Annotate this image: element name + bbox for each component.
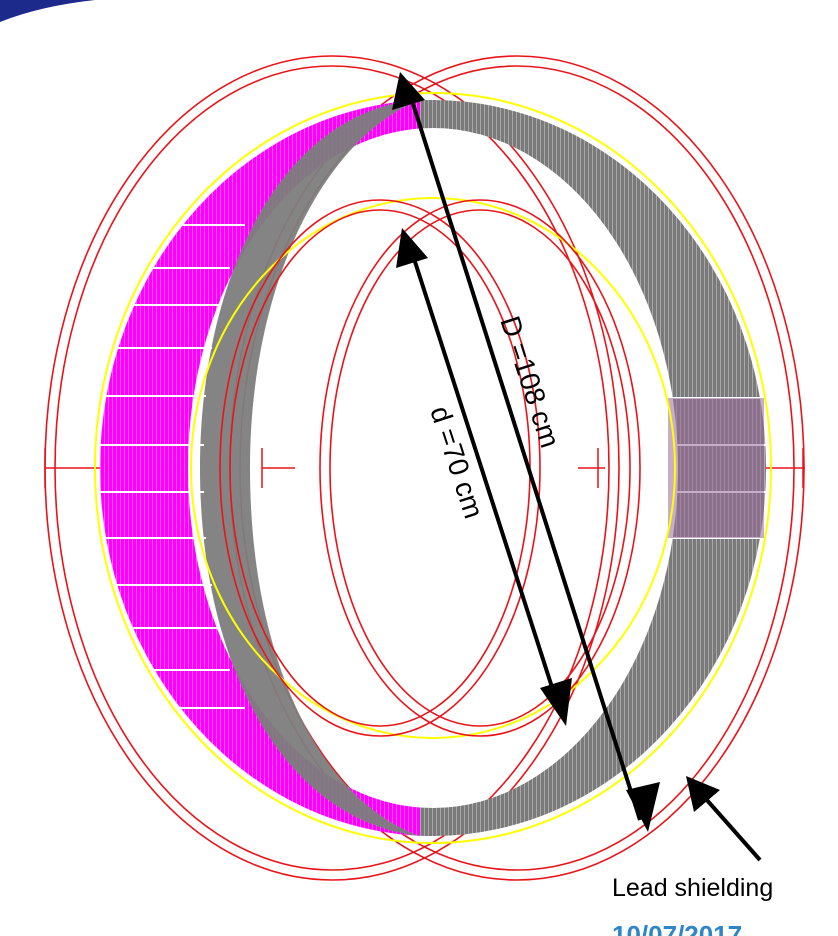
crystal-ring-hatch (100, 100, 766, 836)
corner-accent (0, 0, 95, 22)
inner-arrowhead-bottom (540, 678, 572, 726)
yellow-envelope (94, 92, 772, 844)
outer-diameter-arrow (406, 87, 642, 821)
outer-arrowhead-bottom (626, 782, 660, 832)
inner-arrowhead-top (396, 228, 428, 268)
inner-diameter-arrow (406, 239, 562, 713)
date-footer: 10/07/2017 (612, 920, 743, 936)
outer-arrowhead-top (392, 72, 425, 110)
shielding-pointer (696, 788, 762, 862)
lead-shielding-label: Lead shielding (612, 874, 773, 902)
shielding-pointer-head (686, 776, 720, 812)
right-purple-band (668, 398, 764, 538)
crystal-ring (100, 100, 766, 836)
segment-separators-left (100, 224, 245, 709)
